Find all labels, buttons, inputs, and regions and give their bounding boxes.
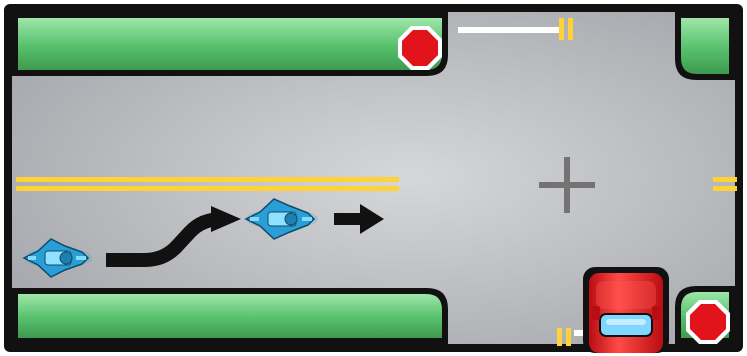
bottom-crosswalk-marks (557, 328, 584, 346)
yellow-center-line (16, 177, 399, 191)
right-arrow-icon (334, 204, 384, 234)
top-crosswalk-stop-line (458, 18, 573, 40)
car-icon (583, 267, 669, 353)
yellow-center-line-right (713, 177, 737, 191)
curved-right-arrow-icon (106, 206, 241, 267)
crosshair-plus-icon (539, 157, 595, 213)
motorcycle-icon (244, 198, 318, 240)
stop-sign-icon (686, 300, 730, 344)
top-right-grass-block (675, 12, 735, 80)
top-left-grass-block (12, 12, 448, 76)
stop-sign-icon (398, 26, 442, 70)
bottom-left-grass-block (12, 288, 448, 344)
motorcycle-icon (22, 238, 92, 278)
